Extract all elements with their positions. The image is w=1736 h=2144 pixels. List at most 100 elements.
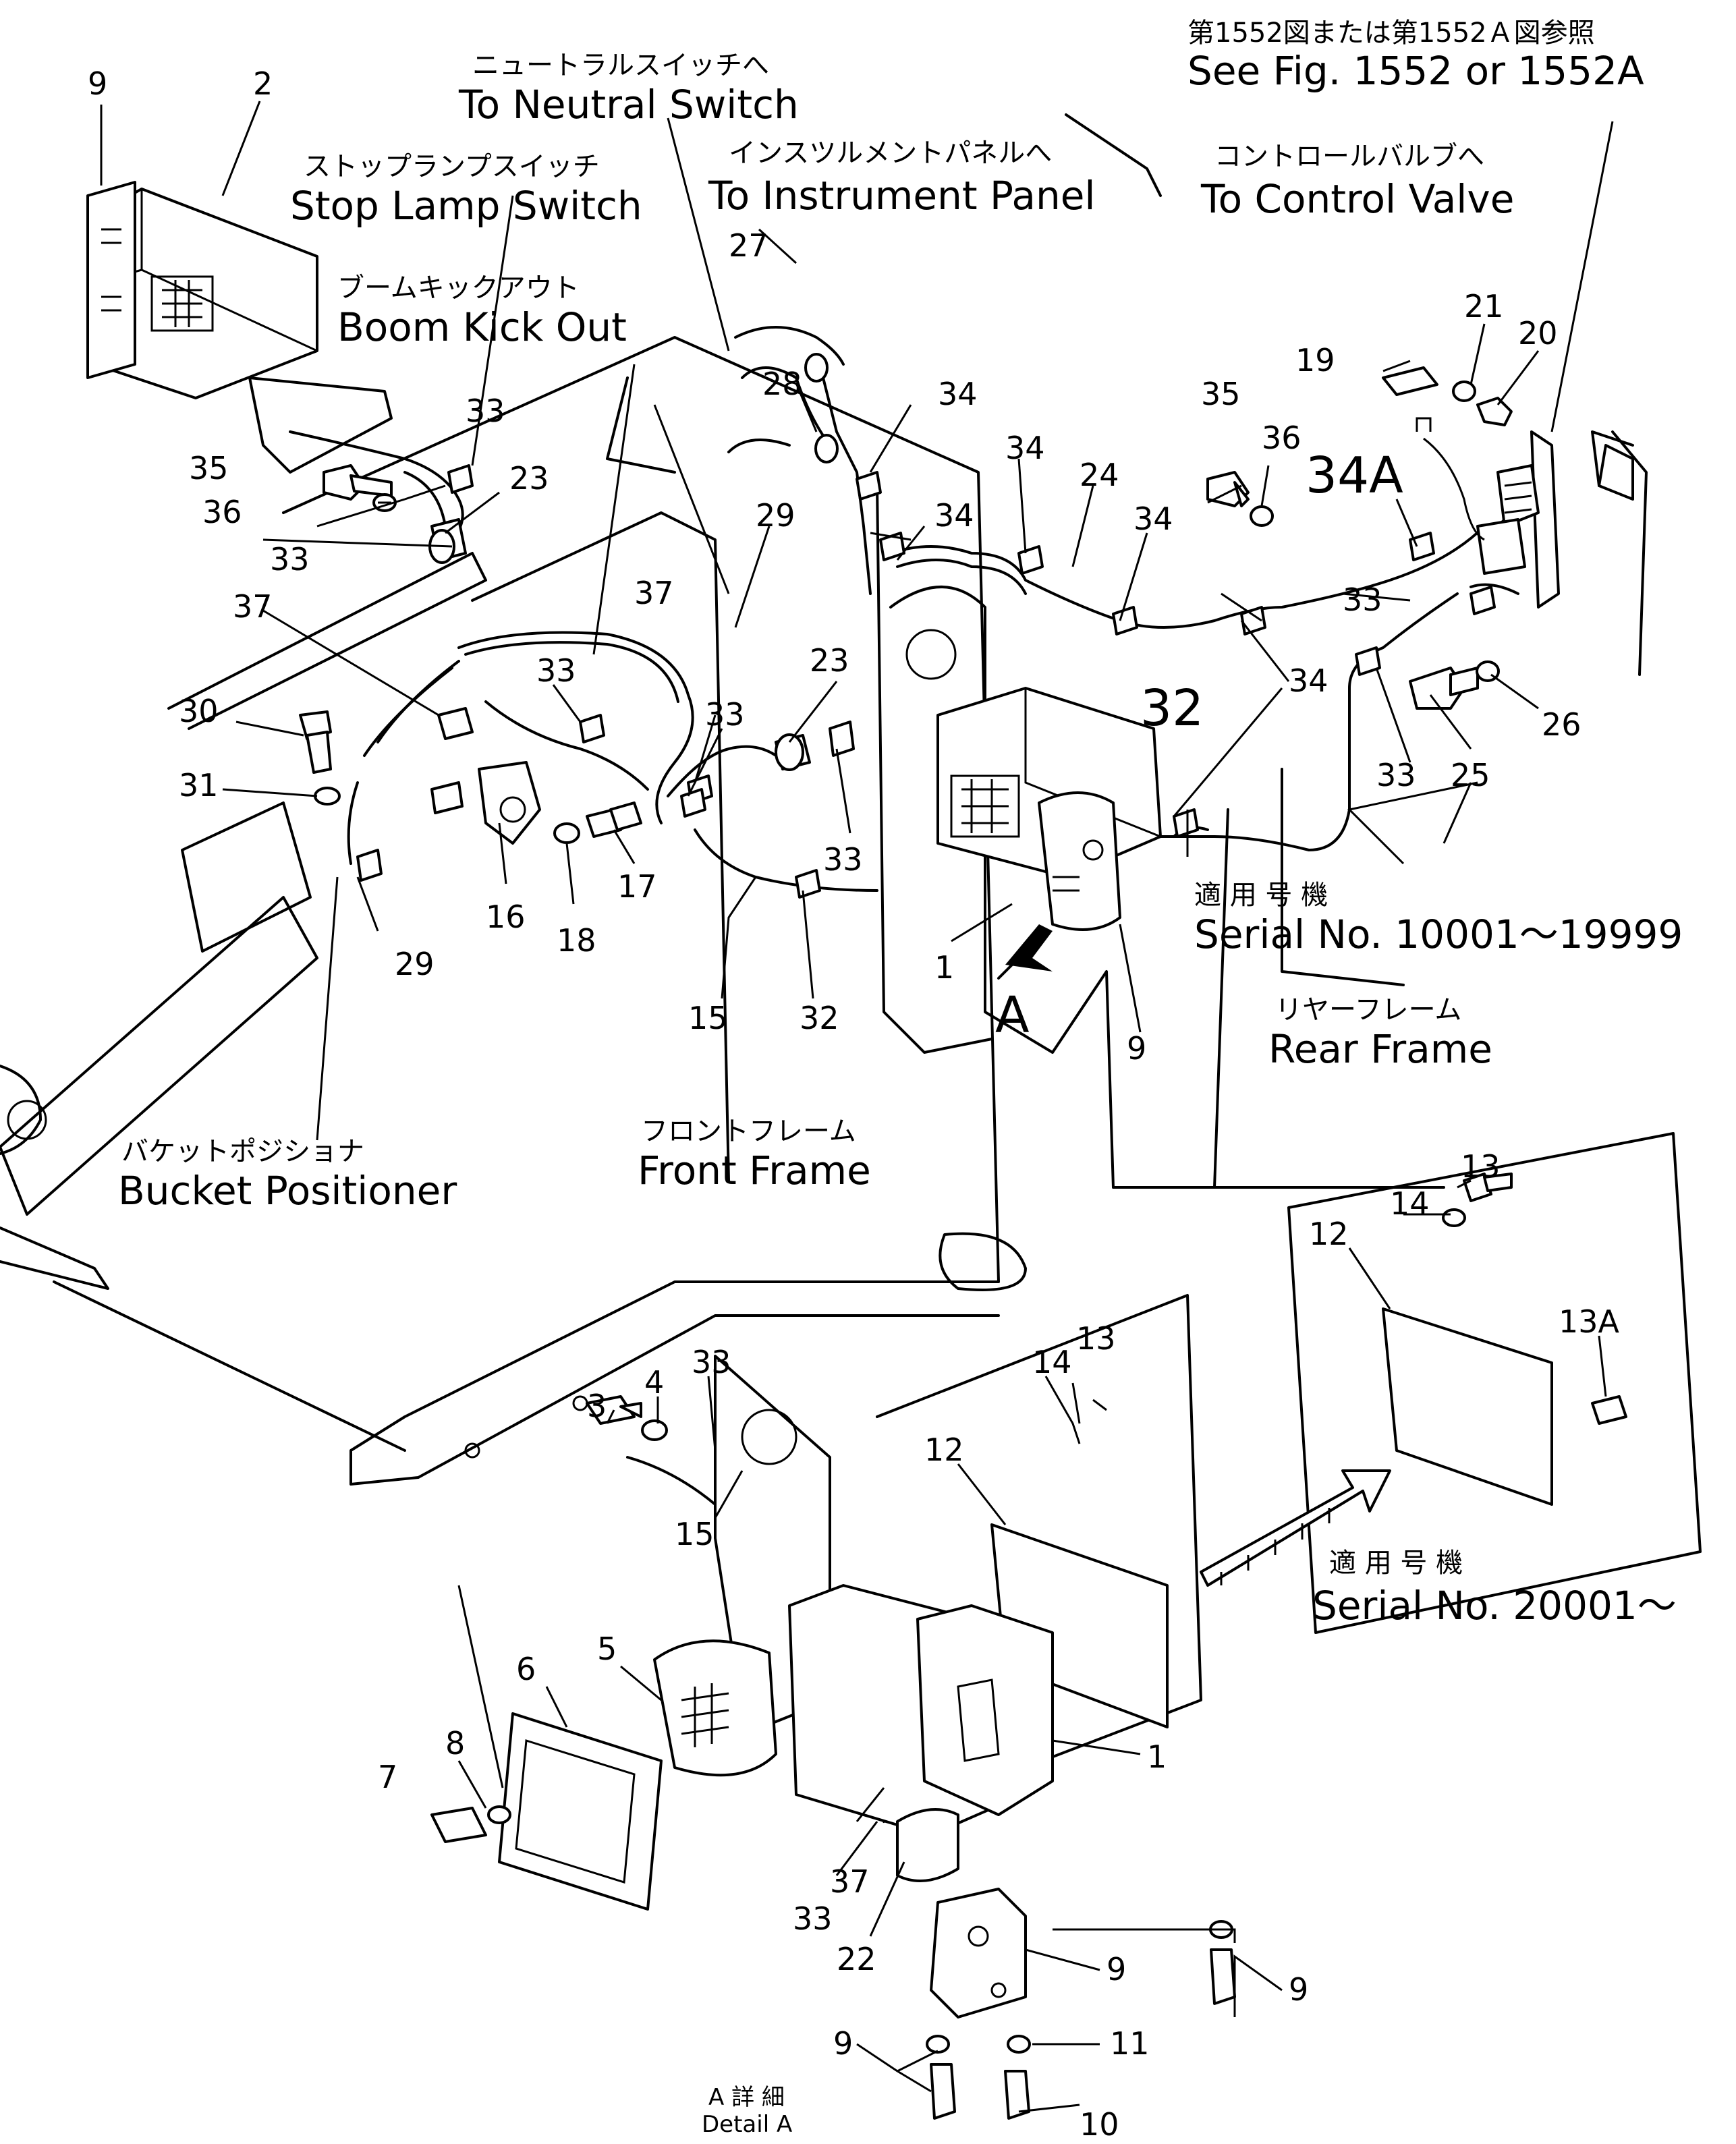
hardware-items [299,366,1513,845]
callout: 37 [830,1863,870,1900]
control-valve-jp: コントロールバルブへ [1214,141,1484,172]
bucket-en: Bucket Positioner [118,1168,457,1214]
callout: 28 [762,366,802,402]
neutral-en: To Neutral Switch [458,82,799,128]
callout: 12 [924,1432,964,1468]
callout: 27 [729,227,768,264]
annotations: 第1552図または第1552Ａ図参照 See Fig. 1552 or 1552… [118,18,1683,2138]
callout: 5 [597,1631,617,1667]
rear-frame-outline [889,113,1648,1189]
callout: 6 [516,1651,536,1687]
callout: 19 [1295,342,1335,378]
callout: 30 [179,693,219,729]
callout: 33 [270,541,310,577]
callout: 34 [1133,501,1173,537]
see-fig-en: See Fig. 1552 or 1552A [1187,48,1644,94]
detail-panel-right [1287,1132,1702,1634]
view-label-a: A [995,986,1030,1044]
callout: 33 [1343,582,1382,618]
serial2-jp: 適 用 号 機 [1329,1548,1463,1579]
callout-numbers: 9 2 27 28 34 35 36 33 23 33 37 37 29 34 … [88,65,1620,2143]
callout: 34 [1005,430,1045,466]
instrument-jp: インスツルメントパネルへ [729,138,1052,169]
serial2-en: Serial No. 20001～ [1312,1583,1677,1629]
bucket-jp: バケットポジショナ [121,1136,364,1167]
callout: 33 [466,393,505,429]
callout: 23 [509,460,549,497]
callout: 32 [800,1000,839,1036]
callout: 33 [692,1344,731,1380]
callout: 1 [934,949,954,986]
work-lamp-center [936,687,1162,931]
serial1-jp: 適 用 号 機 [1194,880,1328,911]
callout: 13 [1076,1320,1116,1357]
boom-jp: ブームキックアウト [337,273,580,304]
callout: 9 [833,2025,853,2062]
callout: 24 [1080,457,1119,493]
callout: 13 [1461,1148,1501,1185]
front-frame-jp: フロントフレーム [641,1116,856,1147]
callout: 33 [823,841,863,878]
detail-jp: A 詳 細 [708,2084,785,2111]
callout: 15 [675,1516,715,1552]
callout: 37 [233,588,273,625]
callout: 33 [793,1900,833,1937]
callout: 37 [634,575,674,611]
callout: 21 [1464,288,1504,325]
detail-en: Detail A [702,2111,792,2138]
stop-lamp-en: Stop Lamp Switch [290,183,642,229]
callout: 29 [395,946,435,982]
instrument-en: To Instrument Panel [708,173,1096,219]
callout: 33 [1376,757,1416,793]
callout: 9 [1107,1951,1126,1987]
front-frame-en: Front Frame [638,1148,871,1193]
callout: 4 [644,1364,664,1401]
callout: 22 [837,1941,876,1977]
callout: 9 [88,65,107,102]
boom-en: Boom Kick Out [337,304,627,350]
callout: 9 [1289,1971,1308,2008]
callout: 35 [189,450,229,486]
callout: 3 [587,1388,607,1424]
callout: 14 [1032,1344,1072,1380]
callout: 16 [486,899,526,935]
callout: 13A [1559,1303,1620,1340]
callout: 10 [1080,2106,1119,2143]
callout: 36 [202,494,242,530]
callout: 31 [179,767,219,803]
serial1-en: Serial No. 10001～19999 [1194,911,1683,957]
callout: 33 [705,696,745,733]
control-valve-en: To Control Valve [1200,176,1514,222]
callout: 35 [1201,376,1241,412]
callout: 12 [1309,1216,1349,1252]
detail-arrow [1200,1469,1391,1587]
neutral-jp: ニュートラルスイッチへ [472,50,769,81]
see-fig-jp: 第1552図または第1552Ａ図参照 [1187,18,1595,49]
callout: 8 [445,1725,465,1761]
callout: 34 [1289,662,1328,699]
callout: 1 [1147,1739,1167,1775]
rear-frame-jp: リヤーフレーム [1275,994,1461,1025]
callout: 34 [934,497,974,534]
callout: 33 [536,652,576,689]
callout: 23 [810,642,849,679]
front-frame-outline [0,336,1027,1486]
callout: 34A [1306,447,1403,505]
stop-lamp-jp: ストップランプスイッチ [304,151,600,182]
callout: 25 [1451,757,1490,793]
connector-block [1416,417,1634,609]
view-arrow-a [997,924,1053,980]
callout: 11 [1110,2025,1150,2062]
rear-frame-en: Rear Frame [1268,1026,1492,1072]
callout: 32 [1140,679,1204,737]
callout: 36 [1262,420,1301,456]
leader-lines [100,101,1614,2113]
rear-work-lamp-top-left [86,181,393,474]
callout: 18 [557,922,596,959]
callout: 17 [617,868,657,905]
callout: 29 [756,497,795,534]
callout: 15 [688,1000,728,1036]
callout: 9 [1127,1030,1146,1067]
